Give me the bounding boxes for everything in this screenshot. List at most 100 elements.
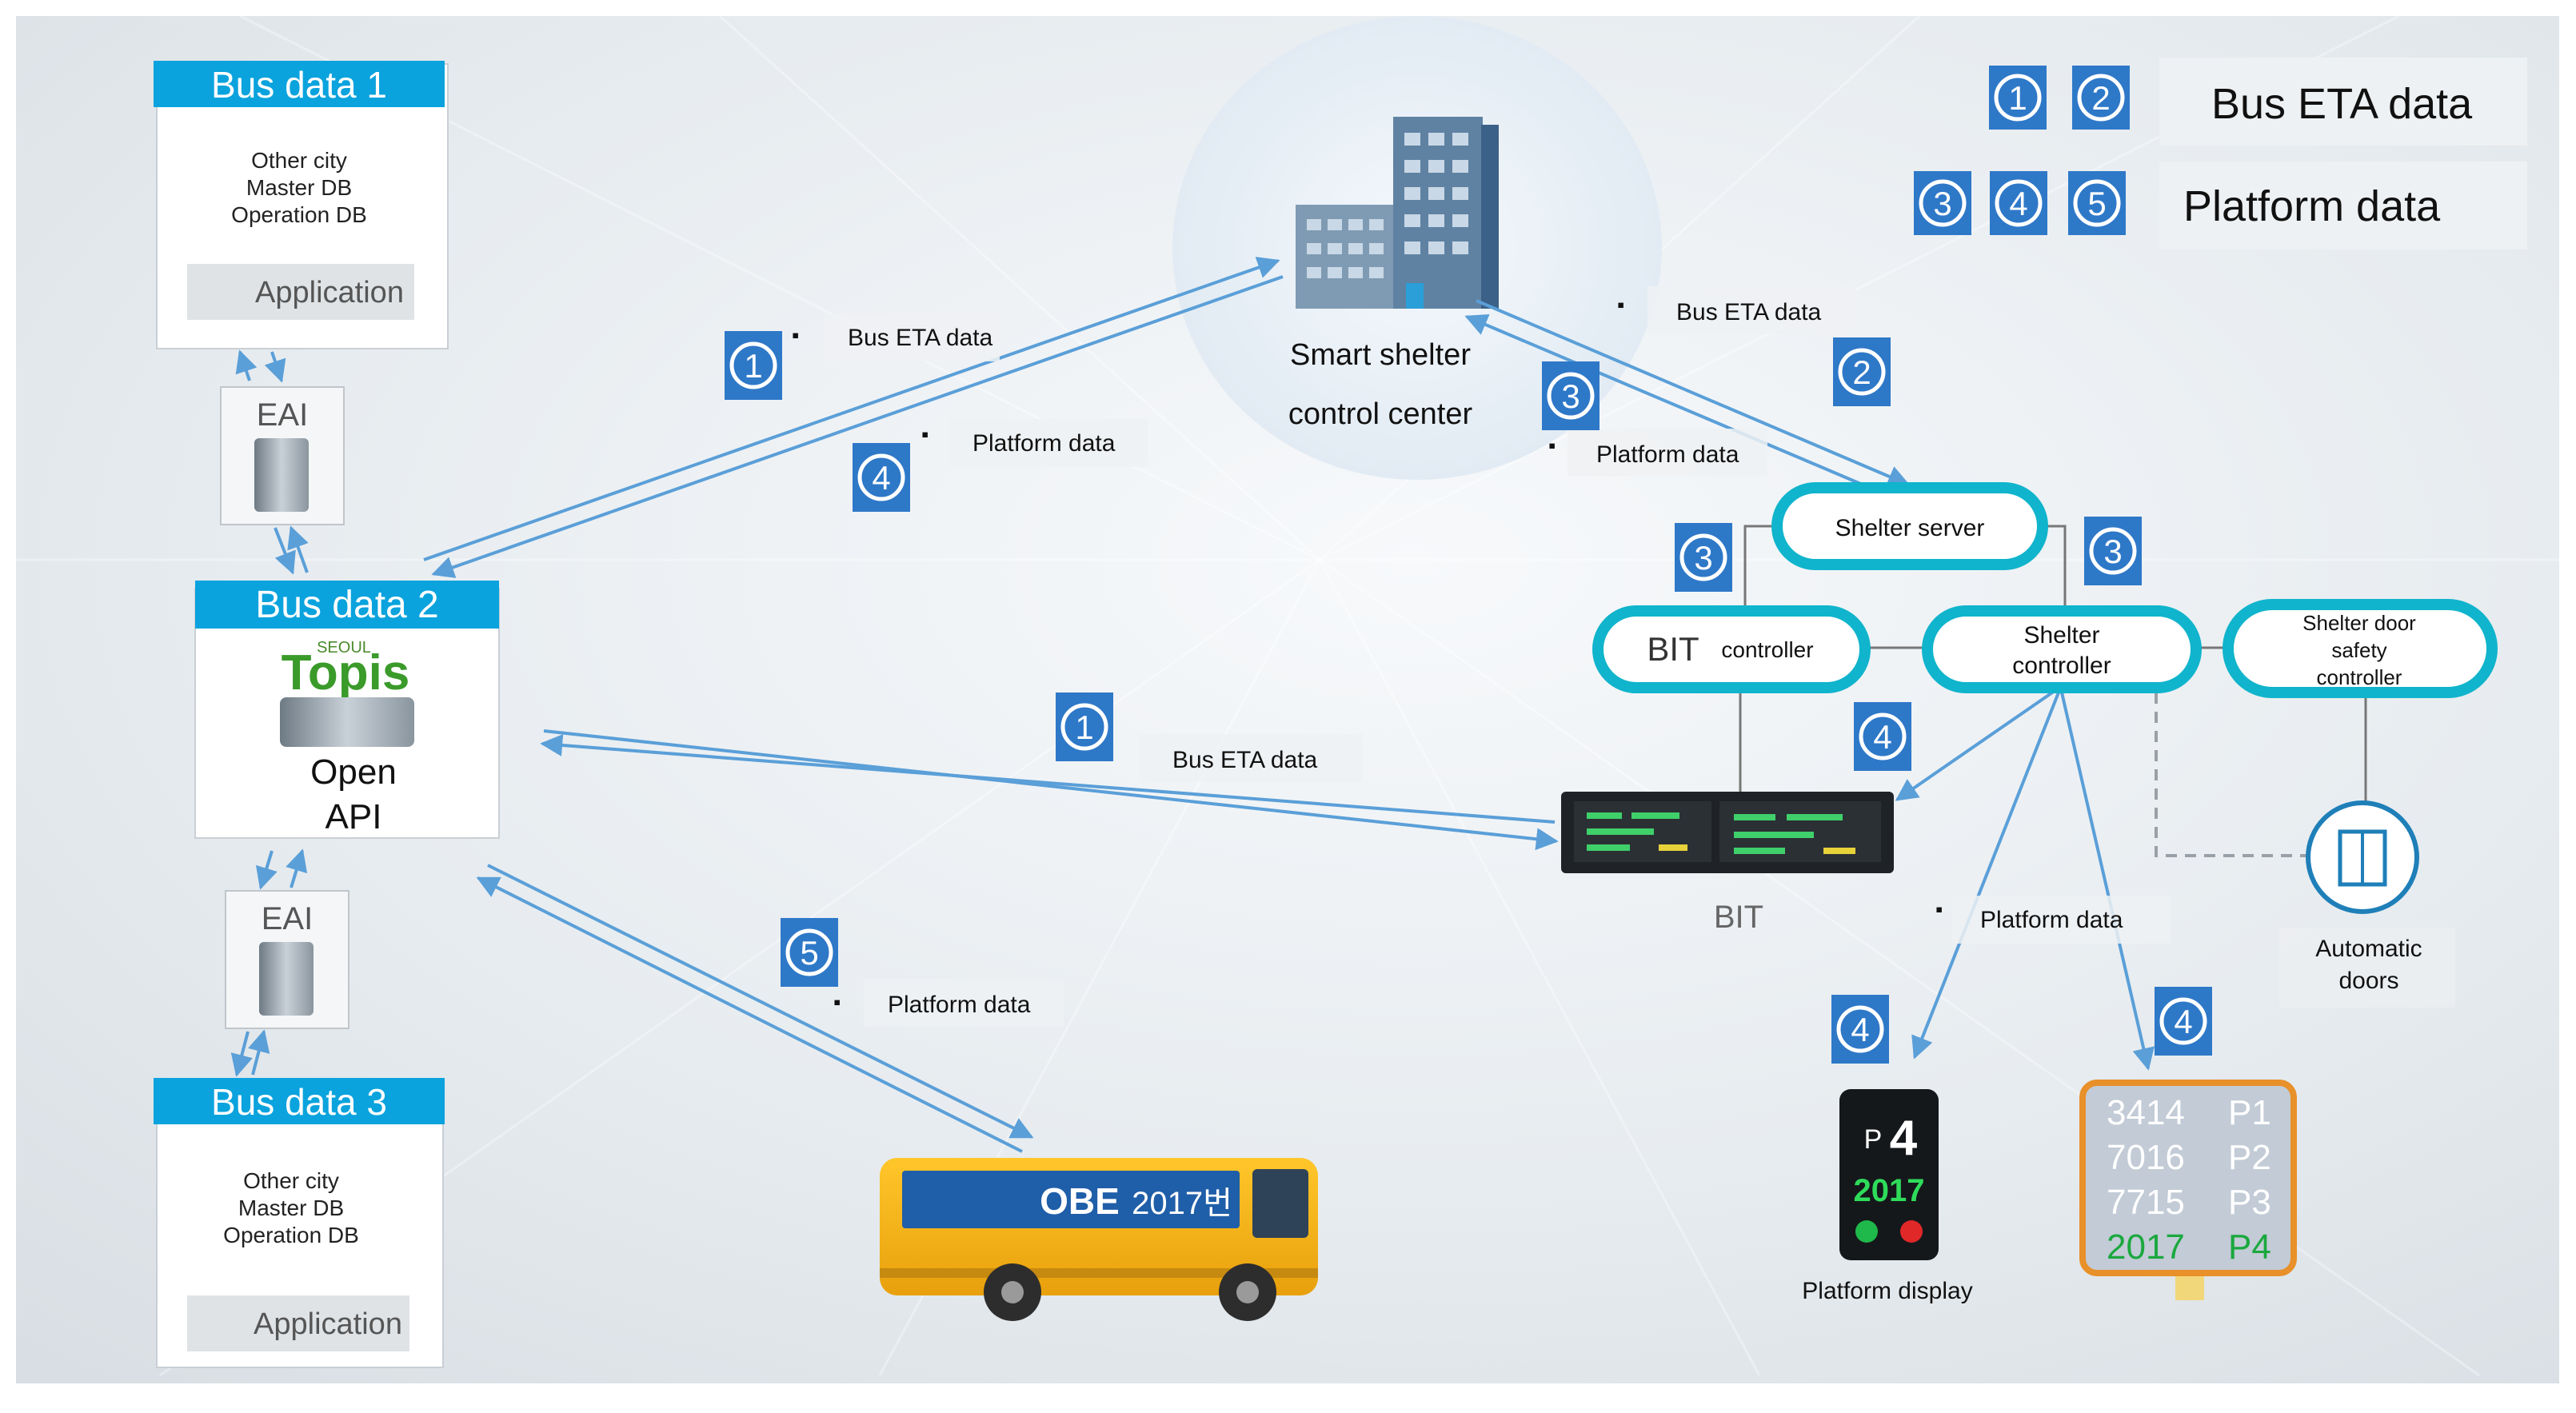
arrow-cc-to-server xyxy=(1476,299,1911,488)
bit-device-label: BIT xyxy=(1714,900,1763,935)
bus-data-1-application-button[interactable] xyxy=(187,264,414,320)
svg-text:Bus ETA data: Bus ETA data xyxy=(848,325,993,351)
svg-text:▪: ▪ xyxy=(921,422,929,446)
svg-text:▪: ▪ xyxy=(792,323,799,347)
label-platform-server: ▪ Platform data xyxy=(1548,429,1767,477)
topis-logo-small: SEOUL xyxy=(317,639,371,657)
arrow-api-to-cc xyxy=(423,257,1280,561)
automatic-doors: Automatic doors xyxy=(2279,800,2455,1008)
eai-connectors xyxy=(230,349,309,1077)
topis-server-icon xyxy=(280,697,414,747)
svg-text:2: 2 xyxy=(2091,79,2110,117)
topis-logo: Topis xyxy=(282,645,410,701)
board-row-1: 3414 P1 xyxy=(2107,1093,2271,1132)
shelter-server-label: Shelter server xyxy=(1835,515,1985,541)
svg-text:Platform data: Platform data xyxy=(888,992,1031,1018)
shelter-controller: Shelter controller xyxy=(1922,605,2202,693)
bus-data-3-title: Bus data 3 xyxy=(211,1081,387,1123)
arrow-server-to-cc xyxy=(1464,313,1901,502)
svg-text:▪: ▪ xyxy=(833,990,841,1014)
svg-text:7715: 7715 xyxy=(2107,1183,2185,1222)
bus-data-2: Bus data 2 SEOUL Topis Open API xyxy=(194,581,500,839)
badge-4-board: 4 xyxy=(2155,987,2212,1056)
bus-data-2-title: Bus data 2 xyxy=(255,584,439,626)
platform-display-red-light xyxy=(1900,1220,1923,1243)
svg-text:5: 5 xyxy=(2087,185,2106,222)
badge-2-cc: 2 xyxy=(1833,337,1891,406)
bus-wheel-front xyxy=(984,1263,1041,1321)
svg-text:7016: 7016 xyxy=(2107,1138,2185,1177)
board-row-2: 7016 P2 xyxy=(2107,1138,2271,1177)
eai-bottom: EAI xyxy=(225,890,349,1029)
bus-data-3-application-button[interactable] xyxy=(187,1295,409,1351)
legend-badge-5: 5 xyxy=(2068,171,2126,235)
svg-text:Platform data: Platform data xyxy=(972,430,1116,457)
label-platform-obe: ▪ Platform data xyxy=(833,979,1064,1027)
legend: 1 2 Bus ETA data 3 4 5 Platform data xyxy=(1914,58,2527,249)
svg-text:5: 5 xyxy=(800,934,818,972)
label-eta-api: Bus ETA data xyxy=(1139,734,1363,782)
badge-1-api: 1 xyxy=(1056,693,1113,761)
bus-data-1-line-1: Other city xyxy=(251,148,347,173)
shelter-server: Shelter server xyxy=(1771,482,2048,570)
svg-text:2: 2 xyxy=(1852,353,1871,391)
bus-data-1-header xyxy=(154,61,445,107)
platform-display-number: 4 xyxy=(1890,1111,1918,1166)
eai-bottom-label: EAI xyxy=(262,901,313,936)
svg-text:3: 3 xyxy=(2103,533,2122,570)
eai-top-server-icon xyxy=(254,438,309,512)
bit-device: BIT xyxy=(1561,792,1894,935)
arrow-sc-to-board xyxy=(2060,692,2155,1071)
svg-text:▪: ▪ xyxy=(1617,293,1624,317)
bus-data-3-line-1: Other city xyxy=(243,1168,339,1193)
platform-display: P 4 2017 Platform display xyxy=(1802,1089,1973,1304)
bus-data-1-line-2: Master DB xyxy=(246,175,352,200)
bus-data-3-line-3: Operation DB xyxy=(223,1223,359,1247)
control-center: Smart shelter control center xyxy=(1172,16,1662,480)
bit-controller-bit: BIT xyxy=(1647,630,1699,668)
bus-data-3-header xyxy=(154,1078,445,1124)
badge-3-left: 3 xyxy=(1675,523,1732,592)
svg-text:4: 4 xyxy=(2009,185,2027,222)
eai-bottom-server-icon xyxy=(259,942,314,1016)
arrow-api-to-obe xyxy=(487,864,1034,1139)
bus-data-1-title: Bus data 1 xyxy=(211,64,387,106)
svg-text:P3: P3 xyxy=(2228,1183,2271,1222)
bit-controller-label: controller xyxy=(1721,637,1813,662)
svg-text:1: 1 xyxy=(1075,708,1093,746)
badges: 1 4 2 3 3 3 4 xyxy=(725,331,2212,1064)
control-center-label-1: Smart shelter xyxy=(1290,338,1471,372)
label-platform-cc: ▪ Platform data xyxy=(921,419,1148,467)
bus-data-3: Bus data 3 Other city Master DB Operatio… xyxy=(154,1078,445,1368)
automatic-doors-label-1: Automatic xyxy=(2315,936,2422,962)
svg-text:▪: ▪ xyxy=(1935,897,1943,921)
bus-wheel-rear xyxy=(1219,1263,1276,1321)
board-row-3: 7715 P3 xyxy=(2107,1183,2271,1222)
badge-3-right: 3 xyxy=(2084,517,2142,585)
open-api-line-1: Open xyxy=(310,752,397,792)
svg-text:P1: P1 xyxy=(2228,1093,2271,1132)
badge-5-obe: 5 xyxy=(781,918,838,987)
arrow-bit-to-api xyxy=(540,733,1556,824)
board-row-4: 2017 P4 xyxy=(2107,1227,2271,1267)
arrow-sc-to-bit xyxy=(1895,688,2059,801)
bus-data-3-line-2: Master DB xyxy=(238,1195,344,1220)
bus-vehicle: OBE 2017번 xyxy=(880,1158,1318,1321)
arrow-cc-to-api xyxy=(431,275,1284,578)
svg-text:P2: P2 xyxy=(2228,1138,2271,1177)
bus-data-2-header xyxy=(195,581,499,629)
door-connector xyxy=(2155,693,2306,857)
legend-eta-box xyxy=(2159,58,2527,146)
legend-eta-label: Bus ETA data xyxy=(2211,80,2473,128)
label-eta-server: ▪ Bus ETA data xyxy=(1617,286,1855,334)
bus-route-label: 2017번 xyxy=(1132,1186,1232,1221)
svg-text:3: 3 xyxy=(1694,539,1712,577)
label-eta-cc: ▪ Bus ETA data xyxy=(792,313,1000,361)
badge-4-display: 4 xyxy=(1831,995,1889,1064)
bus-data-1-line-3: Operation DB xyxy=(231,202,367,227)
svg-text:2017: 2017 xyxy=(2107,1227,2185,1267)
badge-4-bit: 4 xyxy=(1854,702,1911,771)
door-controller-label-2: safety xyxy=(2331,638,2386,662)
bus-data-1: Bus data 1 Other city Master DB Operatio… xyxy=(154,61,449,349)
